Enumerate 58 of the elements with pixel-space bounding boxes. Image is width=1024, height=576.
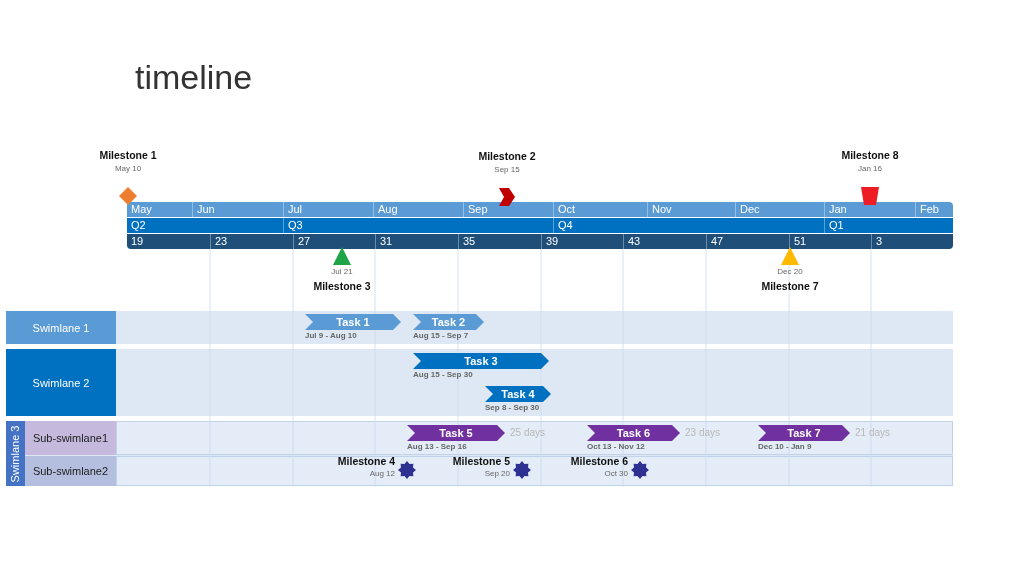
- milestone-name: Milestone 6: [570, 455, 628, 467]
- milestone-name: Milestone 5: [452, 455, 510, 467]
- milestone-date: Aug 12: [369, 469, 395, 478]
- swimlane-header: Swimlane 3: [6, 421, 25, 486]
- quarter-label: Q4: [553, 218, 824, 233]
- slide-title: timeline: [135, 58, 253, 97]
- milestone-date: Jul 21: [330, 267, 354, 276]
- swimlane-header: Swimlane 1: [6, 311, 116, 344]
- milestone-date: May 10: [113, 164, 143, 173]
- swimlane-header: Swimlane 2: [6, 349, 116, 416]
- milestone-name: Milestone 3: [312, 280, 372, 292]
- milestone-date: Sep 20: [484, 469, 510, 478]
- week-label: 19: [130, 234, 145, 249]
- date-range: Oct 13 - Nov 12: [587, 442, 645, 451]
- date-range: Jul 9 - Aug 10: [305, 331, 357, 340]
- sub-swimlane-header: Sub-swimlane2: [25, 456, 116, 486]
- milestone-date: Dec 20: [776, 267, 804, 276]
- milestone-name: Milestone 7: [760, 280, 820, 292]
- week-label: 3: [871, 234, 953, 249]
- date-range: Sep 8 - Sep 30: [485, 403, 540, 412]
- task-name: Task 2: [430, 315, 467, 330]
- task-name: Task 1: [335, 315, 371, 330]
- week-label: 35: [458, 234, 541, 249]
- quarter-label: Q3: [283, 218, 553, 233]
- date-range: Aug 15 - Sep 30: [413, 370, 473, 379]
- quarter-label: Q1: [824, 218, 953, 233]
- month-label: Jun: [192, 202, 283, 217]
- milestone-date: Sep 15: [493, 165, 521, 174]
- month-label: Oct: [553, 202, 647, 217]
- duration-label: 25 days: [510, 427, 546, 438]
- date-range: Aug 13 - Sep 16: [407, 442, 467, 451]
- task-name: Task 3: [463, 354, 499, 369]
- milestone-date: Oct 30: [604, 469, 628, 478]
- task-name: Task 5: [438, 426, 474, 441]
- milestone-date: Jan 16: [857, 164, 883, 173]
- month-label: Aug: [373, 202, 463, 217]
- task-name: Task 7: [786, 426, 822, 441]
- date-range: Dec 10 - Jan 9: [758, 442, 812, 451]
- month-label: Feb: [915, 202, 953, 217]
- task-name: Task 6: [615, 426, 652, 441]
- milestone-name: Milestone 4: [337, 455, 395, 467]
- week-label: 43: [623, 234, 706, 249]
- quarter-label: Q2: [130, 218, 147, 233]
- milestone-name: Milestone 2: [477, 150, 537, 162]
- task-name: Task 4: [500, 387, 536, 402]
- milestone-name: Milestone 8: [840, 149, 900, 161]
- month-label: Jul: [283, 202, 373, 217]
- month-label: Dec: [735, 202, 824, 217]
- week-label: 23: [210, 234, 293, 249]
- sub-swimlane-header: Sub-swimlane1: [25, 421, 116, 455]
- month-label: Nov: [647, 202, 735, 217]
- week-label: 39: [541, 234, 623, 249]
- duration-label: 21 days: [855, 427, 891, 438]
- week-label: 31: [375, 234, 458, 249]
- date-range: Aug 15 - Sep 7: [413, 331, 469, 340]
- milestone-name: Milestone 1: [98, 149, 158, 161]
- duration-label: 23 days: [685, 427, 721, 438]
- month-label: May: [130, 202, 153, 217]
